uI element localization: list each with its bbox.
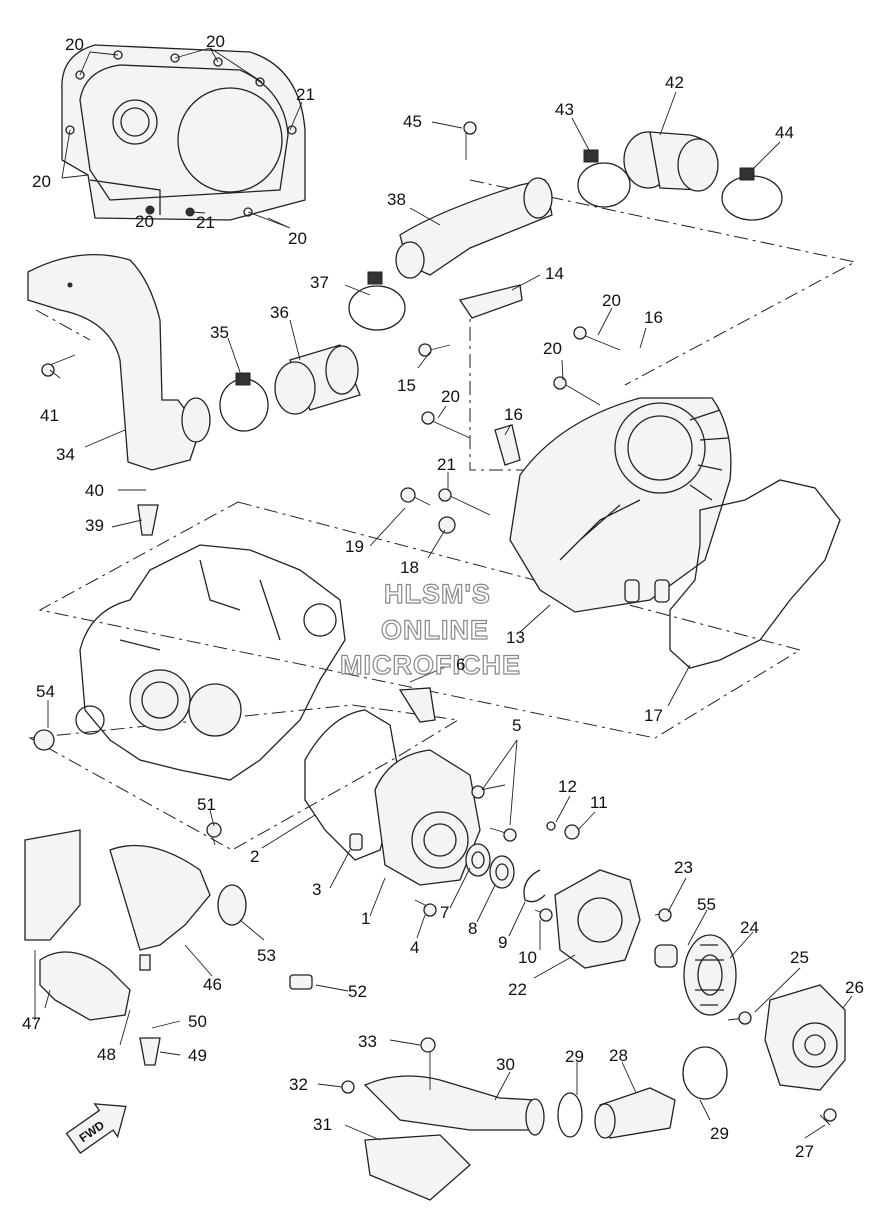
callout-29: 29	[710, 1124, 729, 1143]
leader-lines	[34, 47, 853, 1141]
callout-15: 15	[397, 376, 416, 395]
callout-41: 41	[40, 406, 59, 425]
fwd-direction-marker: FWD	[65, 1103, 127, 1154]
callout-labels: 20 20 21 20 20 21 20 45 43 42 44 38 14 3…	[22, 32, 864, 1161]
callout-39: 39	[85, 516, 104, 535]
callout-49: 49	[188, 1046, 207, 1065]
callout-28: 28	[609, 1046, 628, 1065]
callout-53: 53	[257, 946, 276, 965]
callout-36: 36	[270, 303, 289, 322]
callout-29: 29	[565, 1047, 584, 1066]
pump-cover-26	[764, 984, 846, 1091]
callout-3: 3	[312, 880, 321, 899]
callout-20: 20	[288, 229, 307, 248]
callout-21: 21	[296, 85, 315, 104]
air-duct-42	[623, 131, 719, 192]
callout-1: 1	[361, 909, 370, 928]
callout-44: 44	[775, 123, 794, 142]
air-duct-38	[395, 177, 553, 279]
callout-20: 20	[32, 172, 51, 191]
callout-21: 21	[196, 213, 215, 232]
callout-55: 55	[697, 895, 716, 914]
callout-30: 30	[496, 1055, 515, 1074]
callout-18: 18	[400, 558, 419, 577]
callout-47: 47	[22, 1014, 41, 1033]
callout-25: 25	[790, 948, 809, 967]
hose-clamps-top	[219, 149, 783, 432]
callout-20: 20	[65, 35, 84, 54]
callout-34: 34	[56, 445, 75, 464]
air-duct-36	[274, 344, 361, 415]
bolts	[33, 121, 837, 1126]
gasket-2	[304, 709, 401, 861]
callout-16: 16	[644, 308, 663, 327]
callout-54: 54	[36, 682, 55, 701]
callout-32: 32	[289, 1075, 308, 1094]
callout-19: 19	[345, 537, 364, 556]
callout-26: 26	[845, 978, 864, 997]
callout-12: 12	[558, 777, 577, 796]
callout-37: 37	[310, 273, 329, 292]
callout-27: 27	[795, 1142, 814, 1161]
callout-20: 20	[602, 291, 621, 310]
callout-11: 11	[590, 793, 608, 812]
water-hoses-lower	[363, 1046, 728, 1201]
callout-10: 10	[518, 948, 537, 967]
callout-38: 38	[387, 190, 406, 209]
callout-23: 23	[674, 858, 693, 877]
cover-gasket-17	[669, 479, 841, 669]
callout-42: 42	[665, 73, 684, 92]
callout-31: 31	[313, 1115, 332, 1134]
callout-52: 52	[348, 982, 367, 1001]
callout-43: 43	[555, 100, 574, 119]
callout-20: 20	[135, 212, 154, 231]
callout-22: 22	[508, 980, 527, 999]
callout-20: 20	[441, 387, 460, 406]
clutch-cover	[61, 44, 306, 221]
callout-6: 6	[456, 655, 465, 674]
impeller-24	[654, 934, 737, 1016]
air-duct-34	[27, 253, 211, 471]
callout-14: 14	[545, 264, 564, 283]
cover-1	[374, 749, 481, 886]
callout-20: 20	[543, 339, 562, 358]
callout-4: 4	[410, 938, 419, 957]
callout-2: 2	[250, 847, 259, 866]
callout-5: 5	[512, 716, 521, 735]
callout-45: 45	[403, 112, 422, 131]
crankcase-cover-13	[509, 397, 732, 613]
bearings-and-seals	[349, 833, 546, 903]
callout-48: 48	[97, 1045, 116, 1064]
callout-20: 20	[206, 32, 225, 51]
watermark-line-2: ONLINE	[381, 615, 489, 645]
callout-16: 16	[504, 405, 523, 424]
callout-24: 24	[740, 918, 759, 937]
watermark: HLSM'S ONLINE MICROFICHE	[339, 578, 521, 680]
callout-13: 13	[506, 628, 525, 647]
air-duct-46-48	[24, 504, 313, 1066]
callout-33: 33	[358, 1032, 377, 1051]
callout-51: 51	[197, 795, 216, 814]
water-pump-housing-22	[554, 869, 641, 969]
callout-40: 40	[85, 481, 104, 500]
callout-17: 17	[644, 706, 663, 725]
callout-9: 9	[498, 933, 507, 952]
callout-50: 50	[188, 1012, 207, 1031]
watermark-line-3: MICROFICHE	[340, 650, 521, 680]
callout-8: 8	[468, 919, 477, 938]
callout-46: 46	[203, 975, 222, 994]
callout-21: 21	[437, 455, 456, 474]
callout-7: 7	[440, 903, 449, 922]
engine-crankcase	[75, 544, 346, 781]
arrow-icon	[65, 1103, 127, 1154]
callout-35: 35	[210, 323, 229, 342]
watermark-line-1: HLSM'S	[384, 579, 491, 609]
